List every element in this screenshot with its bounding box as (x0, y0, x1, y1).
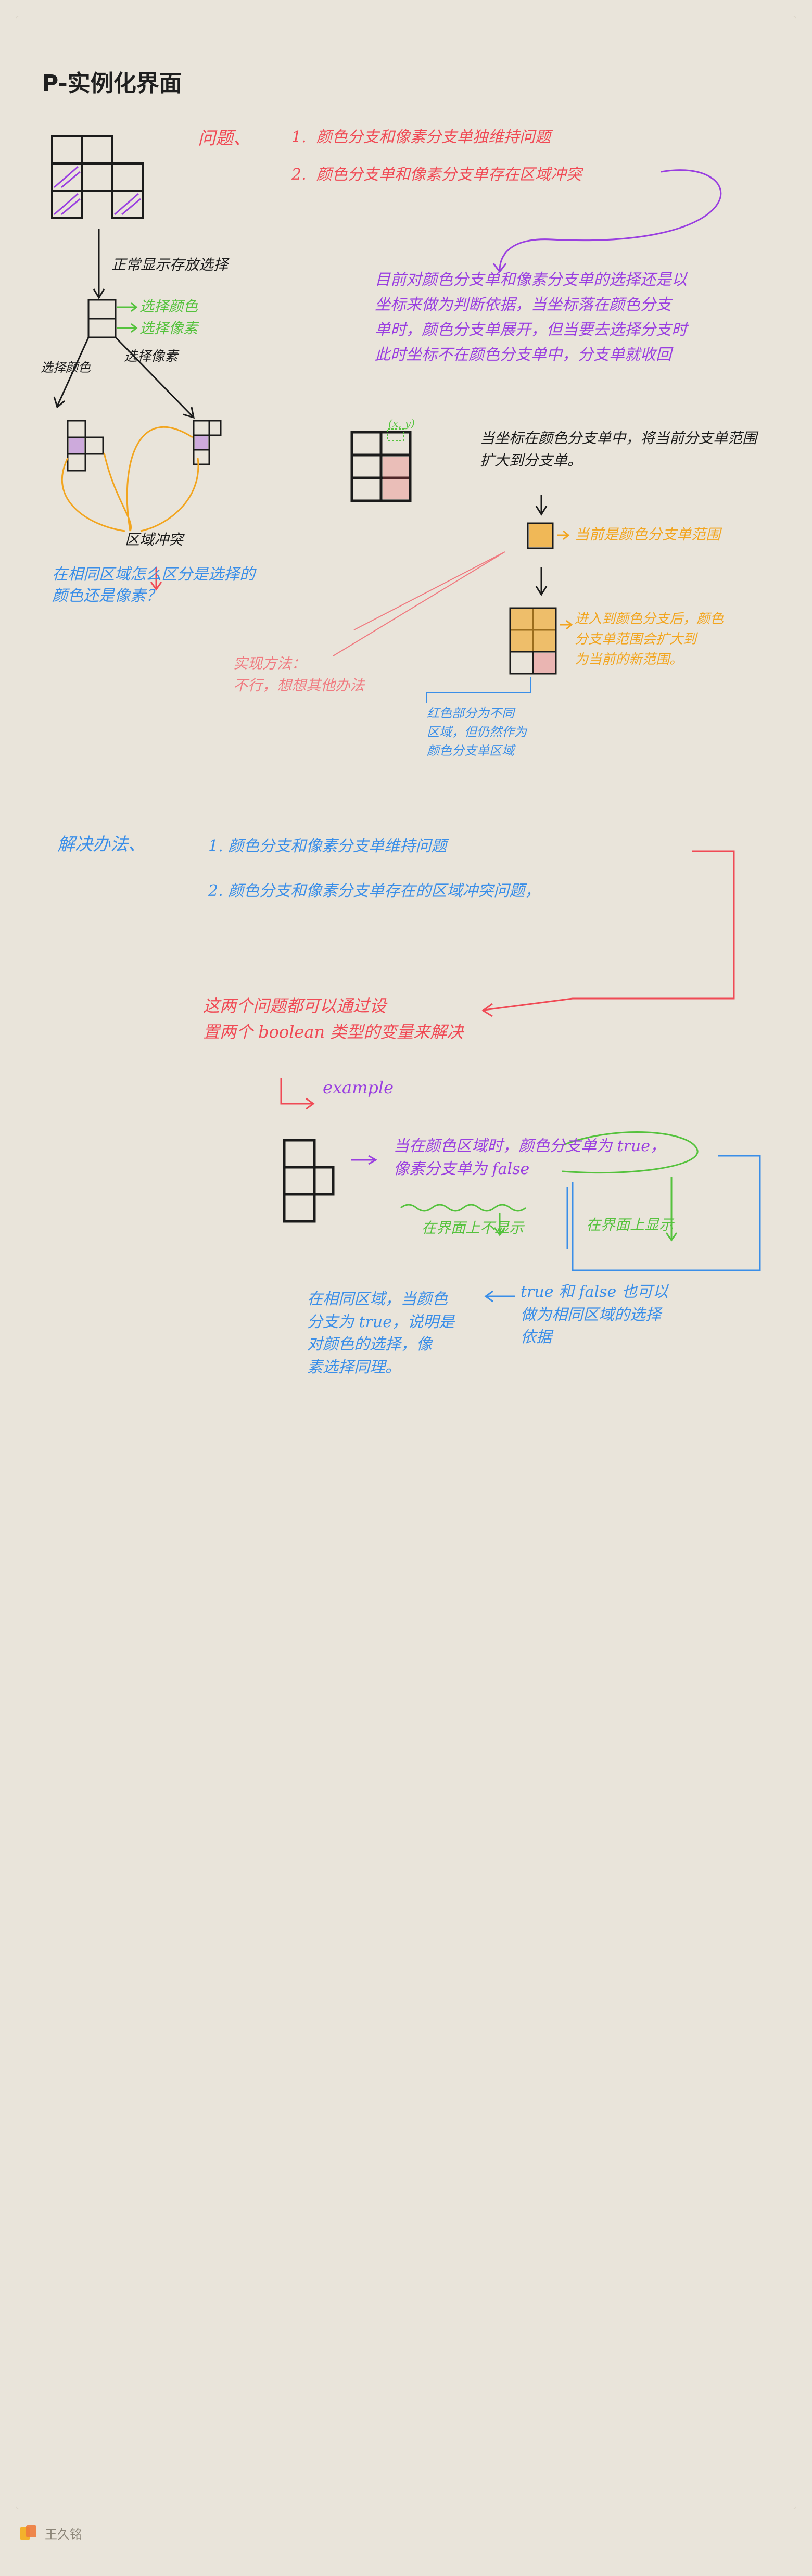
middle-red-fill (383, 457, 409, 499)
blue-same-region-note: 在相同区域，当颜色 分支为 true，说明是 对颜色的选择，像 素选择同理。 (307, 1290, 455, 1377)
solution-item-2: 2. 颜色分支和像素分支单存在的区域冲突问题， (208, 882, 541, 900)
coord-label: (x, y) (388, 417, 415, 430)
blue-bracket (426, 677, 531, 703)
coord-marker (387, 428, 404, 441)
pick-pixel-label: 选择像素 (124, 349, 179, 364)
green-displayed: 在界面上显示 (586, 1216, 674, 1233)
grid-figure-top (51, 135, 144, 219)
pink-method-note: 实现方法： 不行，想想其他办法 (233, 655, 365, 694)
mini-figure-left (67, 420, 104, 472)
purple-connector (499, 169, 722, 271)
red-bracket (484, 850, 735, 1011)
example-figure (283, 1139, 335, 1223)
purple-note: 目前对颜色分支单和像素分支单的选择还是以 坐标来做为判断依据，当坐标落在颜色分支… (375, 271, 687, 364)
select-pixel-label: 选择像素 (139, 320, 198, 337)
coord-note: 当坐标在颜色分支单中，将当前分支单范围 扩大到分支单。 (480, 430, 757, 470)
grid-figure-top-hatch (54, 166, 141, 216)
pink-connector (333, 551, 505, 656)
purple-example-arrow (351, 1155, 378, 1165)
mini-fill-right (195, 436, 208, 449)
normal-display-label: 正常显示存放选择 (111, 256, 229, 273)
green-squiggle-right (562, 1131, 699, 1174)
mini-figure-right (193, 420, 222, 465)
yellow-arrows (557, 530, 573, 630)
app-logo-icon (20, 2525, 37, 2541)
select-color-label: 选择颜色 (139, 298, 198, 315)
green-branch-arrows (117, 302, 138, 333)
left-flow-arrows (53, 229, 195, 419)
red-example-arrow (280, 1078, 312, 1105)
yellow-note-2: 进入到颜色分支后，颜色 分支单范围会扩大到 为当前的新范围。 (575, 611, 724, 667)
example-label: example (323, 1078, 394, 1097)
author-name: 王久铭 (45, 2527, 82, 2542)
green-down-arrows (493, 1177, 678, 1242)
blue-region-note: 红色部分为不同 区域，但仍然作为 颜色分支单区域 (427, 706, 527, 758)
footer: 王久铭 (16, 2509, 796, 2556)
red-down-arrow (150, 567, 162, 591)
example-note: 当在颜色区域时，颜色分支单为 true， 像素分支单为 false (394, 1137, 666, 1178)
blue-arrows (484, 1187, 568, 1303)
yellow-note-1: 当前是颜色分支单范围 (575, 526, 721, 543)
problem-label: 问题、 (198, 128, 251, 149)
grid-figure-middle (350, 431, 412, 502)
problem-item-1: 1. 颜色分支和像素分支单独维持问题 (291, 128, 551, 146)
green-squiggle-left (400, 1204, 526, 1212)
blue-true-false-note: true 和 false 也可以 做为相同区域的选择 依据 (521, 1283, 668, 1346)
question-note: 在相同区域怎么区分是选择的 颜色还是像素？ (52, 565, 255, 605)
solution-item-1: 1. 颜色分支和像素分支单维持问题 (208, 837, 447, 855)
page-frame (16, 16, 796, 2509)
pick-color-label: 选择颜色 (41, 360, 91, 375)
solution-label: 解决办法、 (57, 834, 146, 855)
blue-true-false-bracket (572, 1155, 761, 1271)
region-conflict-label: 区域冲突 (125, 531, 184, 548)
mini-fill-left (69, 438, 84, 453)
page-title: P-实例化界面 (42, 70, 182, 97)
yellow-expanded (511, 609, 555, 651)
problem-item-2: 2. 颜色分支单和像素分支单存在区域冲突 (291, 166, 582, 184)
solution-red-note: 这两个问题都可以通过设 置两个 boolean 类型的变量来解决 (203, 996, 464, 1042)
yellow-box (529, 524, 552, 547)
green-not-displayed: 在界面上不显示 (422, 1219, 524, 1236)
red-region (534, 653, 555, 673)
orange-loops (61, 426, 199, 532)
